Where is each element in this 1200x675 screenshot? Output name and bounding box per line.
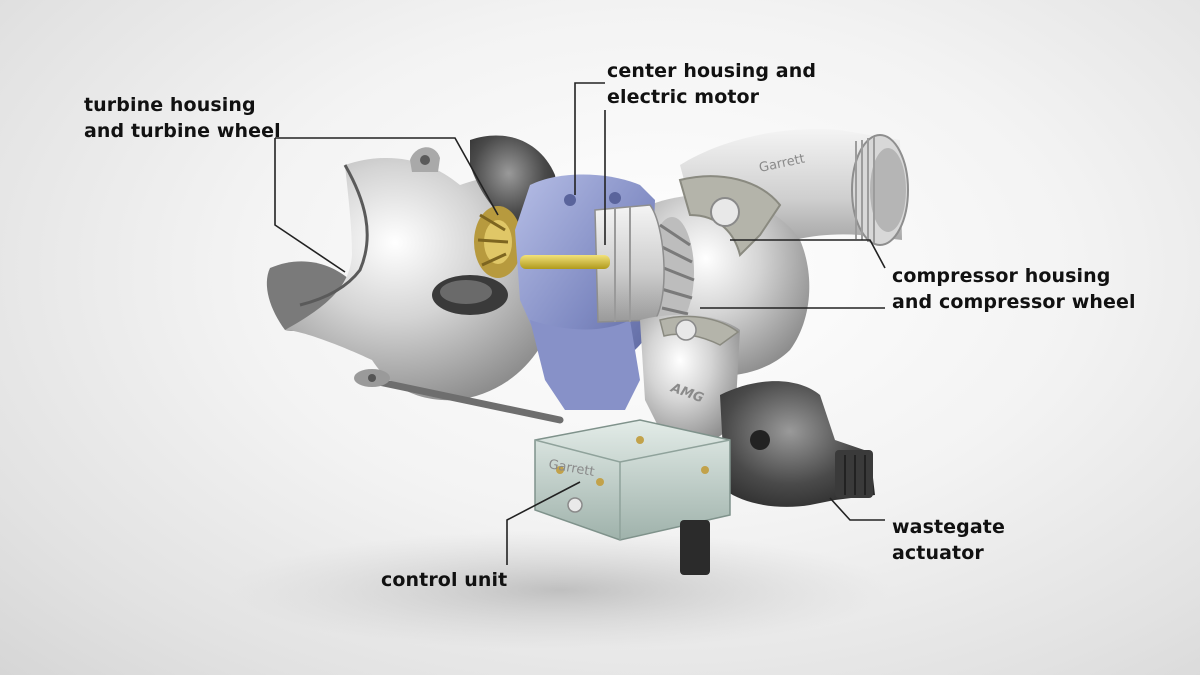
- electric-motor: [594, 204, 665, 323]
- leader-control-unit: [506, 481, 581, 565]
- turbine-housing: [266, 135, 560, 401]
- amg-bracket: AMG: [640, 314, 740, 445]
- label-turbine-housing-and-wheel: turbine housing and turbine wheel: [84, 94, 281, 142]
- wastegate-linkage-rod: [354, 369, 564, 424]
- label-compressor-housing-and-wheel: compressor housing and compressor wheel: [892, 265, 1136, 313]
- floor-shadow: [230, 530, 890, 650]
- leader-lines: [274, 82, 886, 565]
- turbine-wheel: [474, 206, 522, 278]
- leader-center-housing: [574, 82, 605, 195]
- label-control-unit: control unit: [381, 569, 508, 591]
- control-unit: Garrett: [534, 419, 731, 575]
- leader-compressor-housing: [730, 239, 886, 269]
- leader-turbine-wheel: [275, 137, 499, 216]
- turbo-shaft: [520, 255, 610, 269]
- wastegate-actuator: [720, 381, 875, 507]
- leader-wastegate: [829, 497, 885, 521]
- label-wastegate-actuator: wastegate actuator: [892, 516, 1005, 564]
- label-center-housing-and-motor: center housing and electric motor: [607, 60, 817, 108]
- leader-turbine-housing: [274, 138, 346, 273]
